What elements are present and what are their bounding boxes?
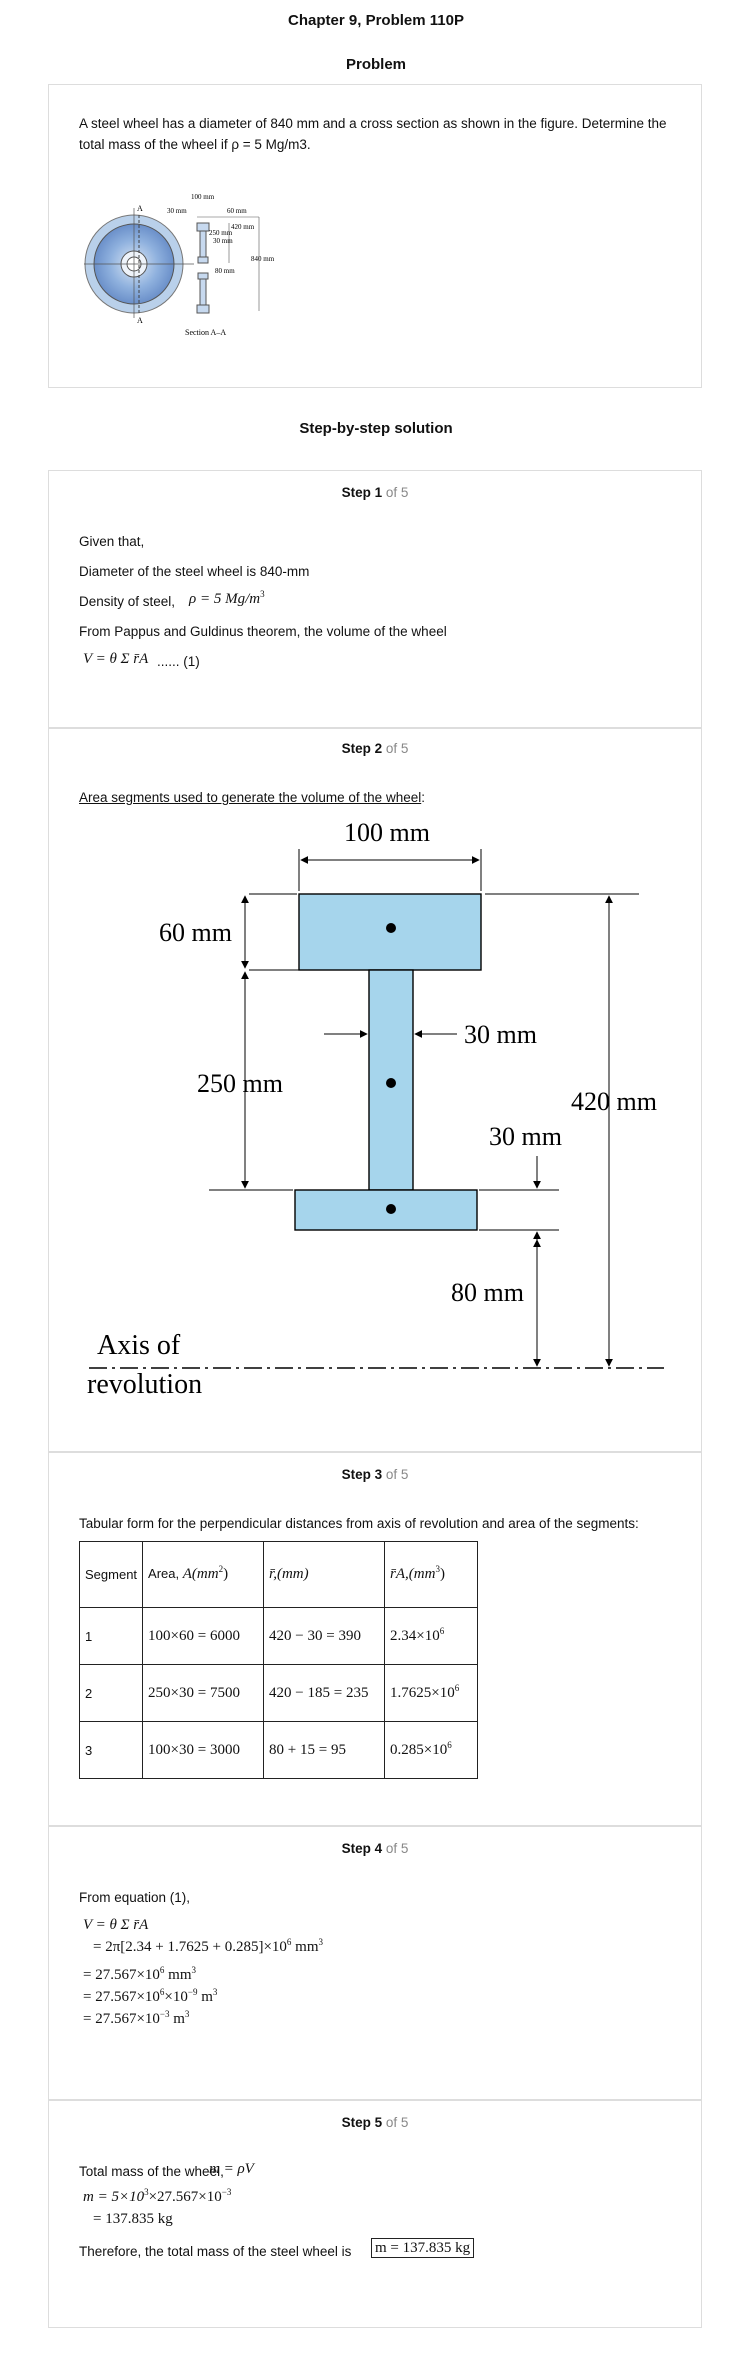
step-1-eq-tag: ...... (1) — [157, 654, 200, 669]
step-5: Step 5 of 5 Total mass of the wheel, m =… — [48, 2100, 702, 2328]
table-row: 2 250×30 = 7500 420 − 185 = 235 1.7625×1… — [78, 1664, 479, 1722]
section-web — [199, 230, 207, 258]
fig-dim-100: 100 mm — [191, 193, 215, 201]
step-4-line-2: = 2π[2.34 + 1.7625 + 0.285]×106 mm3 — [93, 1937, 323, 1956]
section-web-low — [199, 278, 207, 306]
section-bottom-flange — [196, 304, 210, 314]
step-5-header: Step 5 of 5 — [341, 2115, 409, 2130]
seg-dim-30b: 30 mm — [489, 1122, 562, 1151]
step-2: Step 2 of 5 Area segments used to genera… — [48, 728, 702, 1452]
th-r: r̄,(mm) — [263, 1541, 386, 1608]
step-2-intro: Area segments used to generate the volum… — [79, 790, 425, 805]
step-4-line-4: = 27.567×106×10−9 m3 — [83, 1987, 218, 2006]
segment-figure: 100 mm 60 mm 30 mm 250 mm 420 mm 30 mm 8… — [87, 818, 664, 1400]
fig-dim-80: 80 mm — [215, 267, 235, 275]
table-header-row: Segment Area, A(mm2) r̄,(mm) r̄A,(mm3) — [78, 1541, 479, 1608]
seg-dim-100: 100 mm — [344, 818, 430, 847]
problem-heading: Problem — [345, 56, 406, 73]
step-5-intro: Total mass of the wheel, — [79, 2164, 224, 2179]
step-5-conclusion: Therefore, the total mass of the steel w… — [79, 2244, 352, 2259]
step-3-header: Step 3 of 5 — [341, 1467, 409, 1482]
problem-box: A steel wheel has a diameter of 840 mm a… — [48, 84, 702, 388]
centroid-2 — [386, 1078, 396, 1088]
step-3: Step 3 of 5 Tabular form for the perpend… — [48, 1452, 702, 1826]
seg-dim-420: 420 mm — [571, 1087, 657, 1116]
label-a-bottom: A — [137, 316, 143, 325]
step-5-line-1: m = 5×103×27.567×10−3 — [83, 2187, 232, 2206]
axis-label-2: revolution — [87, 1369, 202, 1400]
step-4-line-1: V = θ Σ r̄A — [83, 1917, 149, 1933]
step-4-line-5: = 27.567×10−3 m3 — [83, 2009, 190, 2028]
step-4-intro: From equation (1), — [79, 1890, 191, 1905]
page-title: Chapter 9, Problem 110P — [288, 12, 464, 29]
step-5-intro-eq: m = ρV — [209, 2161, 254, 2177]
fig-dim-250: 250 mm — [209, 229, 233, 237]
step-1: Step 1 of 5 Given that, Diameter of the … — [48, 470, 702, 728]
table-row: 3 100×30 = 3000 80 + 15 = 95 0.285×106 — [78, 1721, 479, 1779]
seg-dim-30a: 30 mm — [464, 1020, 537, 1049]
section-top-flange — [196, 222, 210, 232]
step-4: Step 4 of 5 From equation (1), V = θ Σ r… — [48, 1826, 702, 2100]
axis-label-1: Axis of — [97, 1330, 181, 1361]
centroid-3 — [386, 1204, 396, 1214]
step-4-header: Step 4 of 5 — [341, 1841, 409, 1856]
label-a-top: A — [137, 204, 143, 213]
step-2-header: Step 2 of 5 — [341, 741, 409, 756]
step-1-density-label: Density of steel, — [79, 594, 176, 609]
seg-dim-80: 80 mm — [451, 1278, 524, 1307]
segment-table: Segment Area, A(mm2) r̄,(mm) r̄A,(mm3) 1… — [78, 1541, 479, 1779]
step-4-line-3: = 27.567×106 mm3 — [83, 1965, 197, 1984]
fig-dim-420: 420 mm — [231, 223, 255, 231]
fig-dim-60: 60 mm — [227, 207, 247, 215]
fig-dim-30b: 30 mm — [213, 237, 233, 245]
section-hub — [197, 256, 209, 264]
th-segment: Segment — [78, 1541, 144, 1608]
segment-bottom-rect — [294, 1189, 478, 1231]
problem-text: A steel wheel has a diameter of 840 mm a… — [79, 116, 667, 152]
step-1-given: Given that, — [79, 534, 145, 549]
step-1-pappus: From Pappus and Guldinus theorem, the vo… — [79, 624, 447, 639]
section-hub-low — [197, 272, 209, 280]
solution-heading: Step-by-step solution — [299, 420, 453, 437]
step-1-density-eq: ρ = 5 Mg/m3 — [189, 589, 265, 608]
fig-dim-30: 30 mm — [167, 207, 187, 215]
th-ra: r̄A,(mm3) — [384, 1541, 479, 1608]
step-1-diameter: Diameter of the steel wheel is 840-mm — [79, 564, 310, 579]
step-5-line-2: = 137.835 kg — [93, 2211, 173, 2227]
seg-dim-60: 60 mm — [159, 918, 232, 947]
table-row: 1 100×60 = 6000 420 − 30 = 390 2.34×106 — [78, 1607, 479, 1665]
th-area: Area, A(mm2) — [142, 1541, 265, 1608]
centroid-1 — [386, 923, 396, 933]
step-1-eq-volume: V = θ Σ r̄A — [83, 651, 149, 667]
fig-dim-840: 840 mm — [251, 255, 275, 263]
seg-dim-250: 250 mm — [197, 1069, 283, 1098]
fig-caption: Section A–A — [185, 328, 226, 337]
step-1-header: Step 1 of 5 — [341, 485, 409, 500]
step-3-intro: Tabular form for the perpendicular dista… — [79, 1516, 639, 1531]
wheel-figure: A A 100 mm 30 mm 60 mm 420 mm 250 mm 30 … — [84, 193, 275, 337]
final-answer: m = 137.835 kg — [371, 2238, 475, 2258]
